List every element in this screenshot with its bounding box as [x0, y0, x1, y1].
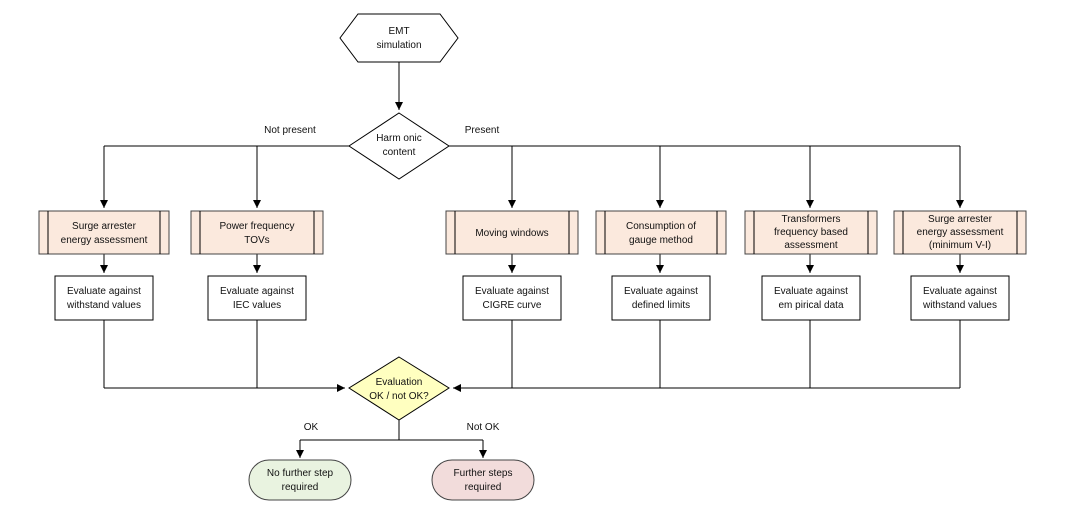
process-3-line-1: Moving windows [475, 228, 548, 239]
evaluate-6-line-1: Evaluate against [923, 286, 997, 297]
evaluate-4-line-2: defined limits [632, 300, 690, 311]
process-surge-arrester-min-vi: Surge arrester energy assessment (minimu… [893, 210, 1027, 255]
ok-outcome-line-2: required [282, 482, 319, 493]
process-consumption-of-gauge: Consumption of gauge method [595, 210, 727, 255]
not-ok-outcome-line-1: Further steps [454, 468, 513, 479]
process-4-line-1: Consumption of [626, 221, 696, 232]
process-5-line-3: assessment [784, 240, 838, 251]
evaluate-1-line-1: Evaluate against [67, 286, 141, 297]
harmonic-line-1: Harm onic [376, 133, 422, 144]
not-ok-label: Not OK [467, 422, 500, 433]
evaluation-decision: Evaluation OK / not OK? [348, 356, 450, 421]
evaluate-iec-values: Evaluate against IEC values [207, 275, 307, 321]
evaluate-5-line-2: em pirical data [778, 300, 843, 311]
evaluate-withstand-values-2: Evaluate against withstand values [910, 275, 1010, 321]
process-6-line-2: energy assessment [917, 227, 1004, 238]
present-label: Present [465, 125, 500, 136]
process-5-line-1: Transformers [781, 214, 840, 225]
start-line-1: EMT [388, 26, 409, 37]
further-steps-terminal: Further steps required [431, 459, 535, 501]
process-1-line-1: Surge arrester [72, 221, 137, 232]
process-1-line-2: energy assessment [61, 235, 148, 246]
process-6-line-1: Surge arrester [928, 214, 993, 225]
process-6-line-3: (minimum V-I) [929, 240, 991, 251]
no-further-step-terminal: No further step required [248, 459, 352, 501]
process-2-line-2: TOVs [244, 235, 269, 246]
not-ok-outcome-line-2: required [465, 482, 502, 493]
decision-line-2: OK / not OK? [369, 391, 429, 402]
ok-label: OK [304, 422, 319, 433]
not-present-label: Not present [264, 125, 316, 136]
connectors [100, 62, 964, 458]
ok-outcome-line-1: No further step [267, 468, 334, 479]
harmonic-content-decision: Harm onic content [348, 112, 450, 180]
evaluate-1-line-2: withstand values [66, 300, 141, 311]
start-line-2: simulation [376, 40, 421, 51]
evaluate-2-line-1: Evaluate against [220, 286, 294, 297]
evaluate-4-line-1: Evaluate against [624, 286, 698, 297]
evaluate-cigre-curve: Evaluate against CIGRE curve [462, 275, 562, 321]
evaluate-withstand-values-1: Evaluate against withstand values [54, 275, 154, 321]
evaluate-3-line-1: Evaluate against [475, 286, 549, 297]
process-transformers-frequency: Transformers frequency based assessment [744, 210, 878, 255]
harmonic-line-2: content [383, 147, 416, 158]
process-5-line-2: frequency based [774, 227, 848, 238]
process-4-line-2: gauge method [629, 235, 693, 246]
process-2-line-1: Power frequency [219, 221, 294, 232]
process-surge-arrester-energy: Surge arrester energy assessment [38, 210, 170, 255]
process-power-frequency-tovs: Power frequency TOVs [190, 210, 324, 255]
evaluate-2-line-2: IEC values [233, 300, 281, 311]
process-moving-windows: Moving windows [445, 210, 579, 255]
evaluate-6-line-2: withstand values [922, 300, 997, 311]
emt-simulation-node: EMT simulation [339, 13, 459, 63]
evaluate-5-line-1: Evaluate against [774, 286, 848, 297]
decision-line-1: Evaluation [376, 377, 423, 388]
evaluate-3-line-2: CIGRE curve [483, 300, 542, 311]
evaluate-defined-limits: Evaluate against defined limits [611, 275, 711, 321]
evaluate-empirical-data: Evaluate against em pirical data [761, 275, 861, 321]
